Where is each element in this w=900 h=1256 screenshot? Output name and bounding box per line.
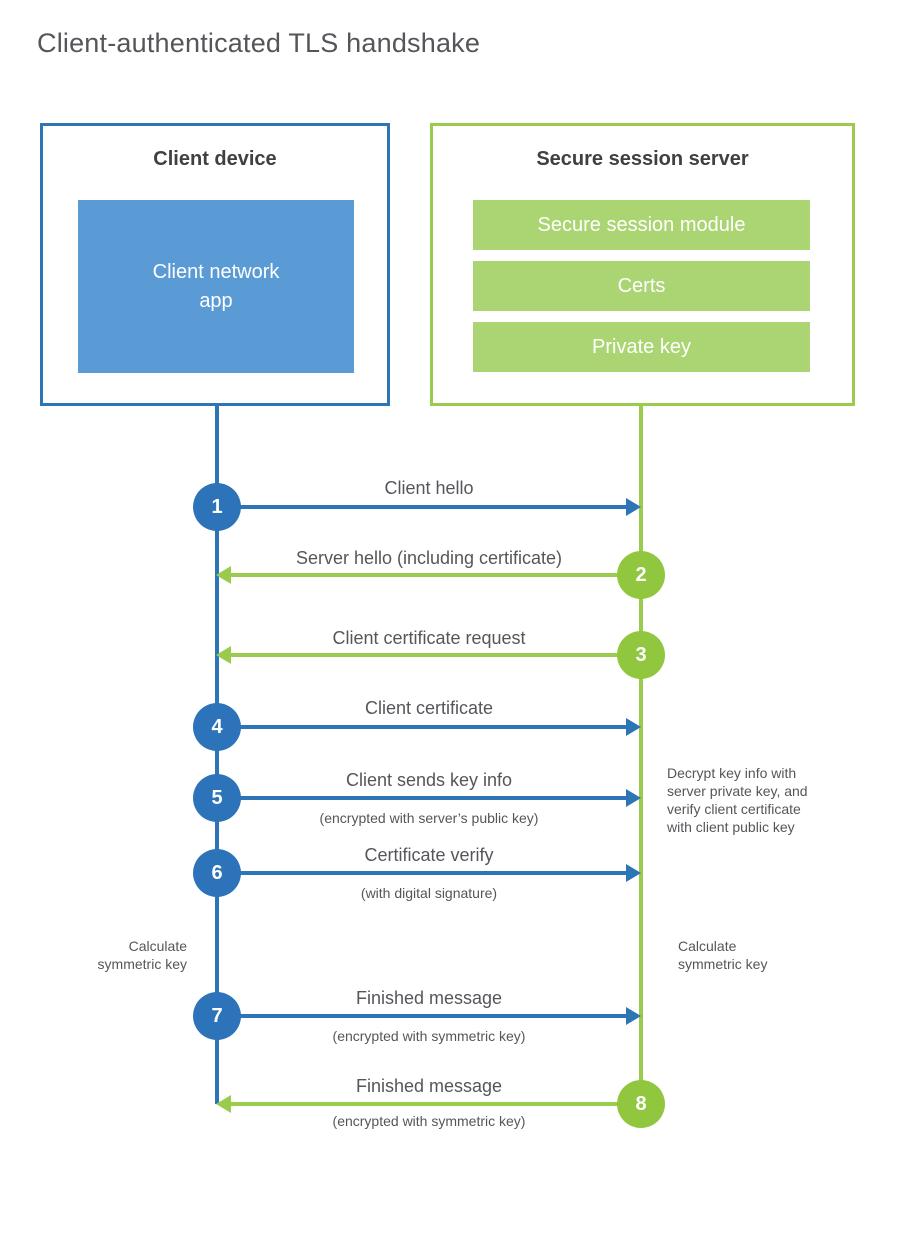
arrow-right-icon bbox=[626, 789, 641, 807]
message-label: Server hello (including certificate) bbox=[295, 548, 563, 568]
client-network-app-box: Client network app bbox=[78, 200, 354, 373]
step-number-badge: 5 bbox=[193, 774, 241, 822]
message-label: Client hello bbox=[384, 478, 474, 498]
note-calculate-symmetric-key-client: Calculate symmetric key bbox=[97, 938, 187, 972]
server-module-secure-session: Secure session module bbox=[473, 200, 810, 250]
client-lifeline bbox=[215, 404, 219, 1104]
note-calculate-symmetric-key-server: Calculate symmetric key bbox=[678, 938, 768, 972]
arrow-line bbox=[217, 505, 627, 509]
step-number-badge: 2 bbox=[617, 551, 665, 599]
message-label: Client certificate request bbox=[332, 628, 526, 648]
arrow-right-icon bbox=[626, 498, 641, 516]
arrow-left-icon bbox=[216, 566, 231, 584]
arrow-line bbox=[217, 871, 627, 875]
arrow-line bbox=[217, 1014, 627, 1018]
arrow-line bbox=[231, 1102, 641, 1106]
message-sublabel: (with digital signature) bbox=[360, 885, 498, 901]
message-label: Client certificate bbox=[364, 698, 494, 718]
step-number-badge: 1 bbox=[193, 483, 241, 531]
arrow-line bbox=[217, 796, 627, 800]
arrow-line bbox=[217, 725, 627, 729]
arrow-right-icon bbox=[626, 1007, 641, 1025]
arrow-left-icon bbox=[216, 1095, 231, 1113]
server-module-private-key: Private key bbox=[473, 322, 810, 372]
message-sublabel: (encrypted with server’s public key) bbox=[319, 810, 539, 826]
arrow-left-icon bbox=[216, 646, 231, 664]
message-label: Client sends key info bbox=[345, 770, 513, 790]
message-label: Certificate verify bbox=[364, 845, 494, 865]
step-number-badge: 8 bbox=[617, 1080, 665, 1128]
client-device-box: Client device Client network app bbox=[40, 123, 390, 406]
server-heading: Secure session server bbox=[536, 148, 749, 170]
message-label: Finished message bbox=[355, 1076, 503, 1096]
client-device-heading: Client device bbox=[153, 148, 277, 170]
step-number-badge: 4 bbox=[193, 703, 241, 751]
server-module-certs: Certs bbox=[473, 261, 810, 311]
arrow-right-icon bbox=[626, 718, 641, 736]
message-label: Finished message bbox=[355, 988, 503, 1008]
step-number-badge: 6 bbox=[193, 849, 241, 897]
arrow-line bbox=[231, 573, 641, 577]
page-title: Client-authenticated TLS handshake bbox=[37, 28, 481, 58]
step-number-badge: 3 bbox=[617, 631, 665, 679]
message-sublabel: (encrypted with symmetric key) bbox=[332, 1028, 526, 1044]
message-sublabel: (encrypted with symmetric key) bbox=[332, 1113, 526, 1129]
arrow-right-icon bbox=[626, 864, 641, 882]
server-lifeline bbox=[639, 404, 643, 1106]
arrow-line bbox=[231, 653, 641, 657]
server-box: Secure session server Secure session mod… bbox=[430, 123, 855, 406]
step-number-badge: 7 bbox=[193, 992, 241, 1040]
note-decrypt-key-info: Decrypt key info with server private key… bbox=[667, 765, 808, 835]
